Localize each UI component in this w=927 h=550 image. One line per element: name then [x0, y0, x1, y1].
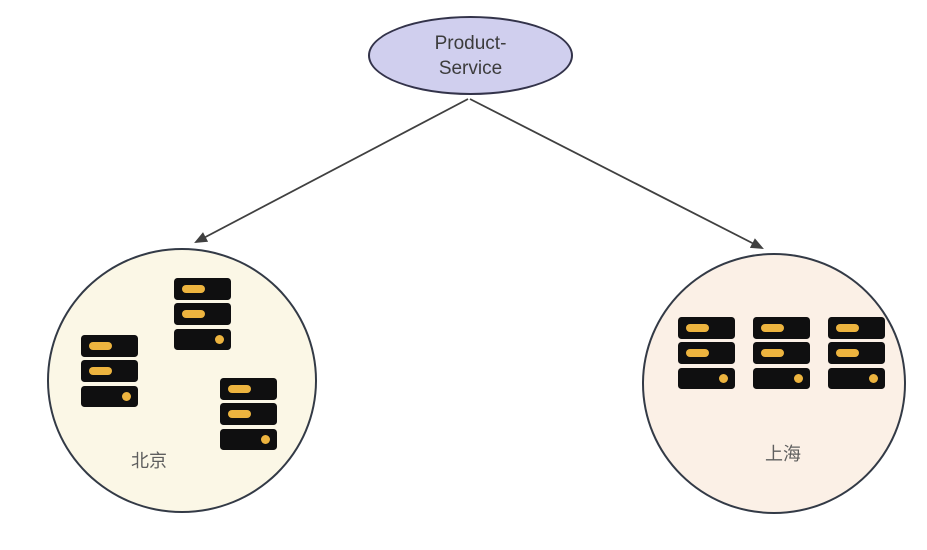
- server-led-bar: [761, 323, 784, 332]
- product-service-label-line1: Product-: [434, 32, 507, 54]
- server-led-bar: [686, 349, 709, 357]
- server-slot: [753, 342, 810, 364]
- server-led-bar: [836, 349, 859, 357]
- server-icon: [220, 378, 277, 450]
- server-led-dot: [215, 334, 224, 344]
- edge-root-to-beijing: [194, 98, 469, 244]
- server-slot: [81, 385, 138, 407]
- server-slot: [678, 317, 735, 339]
- server-slot: [753, 317, 810, 339]
- server-led-dot: [794, 373, 803, 383]
- server-icon: [81, 335, 138, 407]
- region-beijing-label: 北京: [131, 451, 167, 471]
- server-slot: [678, 367, 735, 389]
- server-led-bar: [228, 410, 251, 418]
- server-slot: [174, 328, 231, 350]
- server-slot: [220, 403, 277, 425]
- edge-root-to-shanghai: [469, 98, 764, 249]
- server-slot: [81, 360, 138, 382]
- server-icon: [678, 317, 735, 389]
- server-slot: [828, 342, 885, 364]
- server-led-dot: [719, 373, 728, 383]
- server-led-bar: [761, 349, 784, 357]
- server-icon: [828, 317, 885, 389]
- server-led-bar: [228, 384, 251, 393]
- server-slot: [81, 335, 138, 357]
- product-service-node: Product- Service: [368, 16, 573, 95]
- server-slot: [174, 278, 231, 300]
- server-led-bar: [89, 367, 112, 375]
- server-led-dot: [261, 434, 270, 444]
- server-slot: [678, 342, 735, 364]
- server-led-bar: [686, 323, 709, 332]
- product-service-label-line2: Service: [438, 57, 503, 79]
- server-led-dot: [869, 373, 878, 383]
- server-led-bar: [89, 341, 112, 350]
- server-led-bar: [182, 284, 205, 293]
- server-slot: [174, 303, 231, 325]
- server-led-dot: [122, 391, 131, 401]
- server-slot: [220, 428, 277, 450]
- server-icon: [174, 278, 231, 350]
- region-shanghai-label: 上海: [765, 444, 801, 464]
- server-slot: [220, 378, 277, 400]
- server-led-bar: [182, 310, 205, 318]
- server-icon: [753, 317, 810, 389]
- region-shanghai: 上海: [642, 253, 906, 514]
- region-beijing: 北京: [47, 248, 317, 513]
- server-led-bar: [836, 323, 859, 332]
- server-slot: [828, 317, 885, 339]
- server-slot: [828, 367, 885, 389]
- server-slot: [753, 367, 810, 389]
